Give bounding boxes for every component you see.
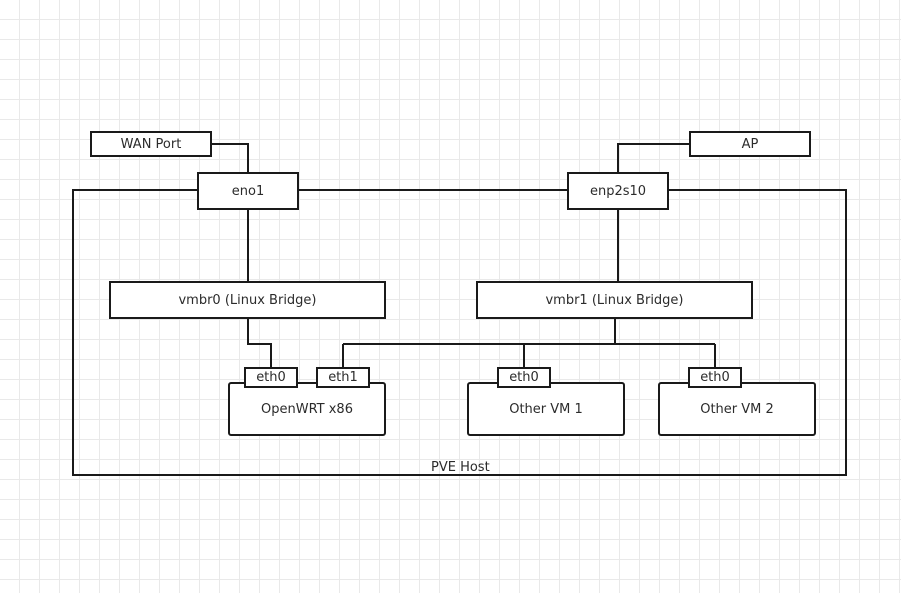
vmbr1-bridge[interactable]: vmbr1 (Linux Bridge) <box>476 281 753 319</box>
other-vm-2[interactable]: Other VM 2 <box>658 382 816 436</box>
openwrt-eth0-port[interactable]: eth0 <box>244 367 298 388</box>
edge-ap-to-enp2s10 <box>617 143 690 173</box>
eno1-nic[interactable]: eno1 <box>197 172 299 210</box>
openwrt-eth1-port[interactable]: eth1 <box>316 367 370 388</box>
vm1-eth0-port[interactable]: eth0 <box>497 367 551 388</box>
pve-host-label: PVE Host <box>431 460 490 475</box>
openwrt-vm[interactable]: OpenWRT x86 <box>228 382 386 436</box>
ap-node[interactable]: AP <box>689 131 811 157</box>
edge-vmbr0-to-openwrt-eth0 <box>247 318 272 368</box>
edge-vmbr1-bus <box>343 318 715 345</box>
vmbr0-bridge[interactable]: vmbr0 (Linux Bridge) <box>109 281 386 319</box>
enp2s10-nic[interactable]: enp2s10 <box>567 172 669 210</box>
edge-wan-to-eno1 <box>211 143 249 173</box>
pve-host-container <box>72 189 847 476</box>
vm2-eth0-port[interactable]: eth0 <box>688 367 742 388</box>
other-vm-1[interactable]: Other VM 1 <box>467 382 625 436</box>
wan-port-node[interactable]: WAN Port <box>90 131 212 157</box>
